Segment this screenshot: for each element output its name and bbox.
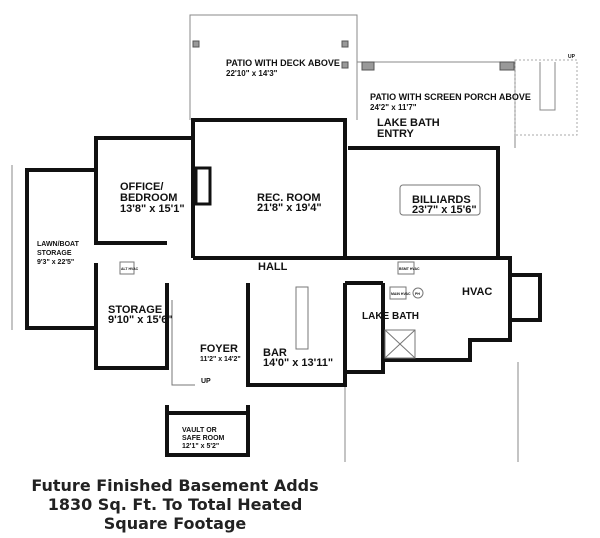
foyer-size: 11'2" x 14'2" bbox=[200, 356, 241, 363]
hvac-label: HVAC bbox=[462, 286, 492, 298]
office-label: OFFICE/ bbox=[120, 181, 163, 193]
fixtures bbox=[119, 184, 481, 386]
rec-room-size: 21'8" x 19'4" bbox=[257, 202, 322, 214]
office-size: 13'8" x 15'1" bbox=[120, 203, 185, 215]
lake-bath-label: LAKE BATH bbox=[362, 311, 419, 322]
vault-label-2: SAFE ROOM bbox=[182, 435, 225, 442]
patio-porch-name: PATIO WITH SCREEN PORCH ABOVE bbox=[370, 92, 531, 102]
patio-porch-size: 24'2" x 11'7" bbox=[370, 103, 417, 112]
stairs-up-label: UP bbox=[201, 378, 211, 385]
billiards-size: 23'7" x 15'6" bbox=[412, 204, 477, 216]
patio-deck-name: PATIO WITH DECK ABOVE bbox=[226, 58, 340, 68]
lake-bath-entry-label: LAKE BATH bbox=[377, 117, 440, 129]
patio-posts bbox=[192, 40, 515, 71]
foyer-name: FOYER bbox=[200, 343, 238, 355]
lawn-storage-size: 9'3" x 22'5" bbox=[37, 259, 74, 266]
footer-line-1: Future Finished Basement Adds bbox=[31, 476, 319, 495]
footer-line-3: Square Footage bbox=[103, 514, 247, 533]
exterior-stairs-up-label: UP bbox=[568, 54, 576, 60]
vault-label: VAULT OR bbox=[182, 427, 217, 434]
footer-line-2: 1830 Sq. Ft. To Total Heated bbox=[47, 495, 303, 514]
lake-bath-entry-label-2: ENTRY bbox=[377, 128, 415, 140]
bar-size: 14'0" x 13'11" bbox=[263, 357, 333, 369]
bar-name: BAR bbox=[263, 347, 287, 359]
walls bbox=[25, 118, 542, 457]
billiards-name: BILLIARDS bbox=[412, 194, 471, 206]
main-hvac-label: MAIN HVAC bbox=[391, 292, 411, 296]
footer-note: Future Finished Basement Adds 1830 Sq. F… bbox=[0, 476, 350, 533]
lawn-storage-label-2: STORAGE bbox=[37, 250, 72, 257]
storage-name: STORAGE bbox=[108, 304, 162, 316]
hall-label: HALL bbox=[258, 261, 288, 273]
vault-size: 12'1" x 5'2" bbox=[182, 443, 219, 450]
bsmt-hvac-label: BSMT HVAC bbox=[399, 267, 420, 271]
office-label-2: BEDROOM bbox=[120, 192, 177, 204]
storage-size: 9'10" x 15'6" bbox=[108, 314, 173, 326]
patio-deck-size: 22'10" x 14'3" bbox=[226, 69, 278, 78]
ph-label: PH bbox=[415, 292, 420, 296]
patio-outlines bbox=[11, 14, 578, 462]
alt-hvac-label: ALT HVAC bbox=[121, 267, 139, 271]
lawn-storage-label: LAWN/BOAT bbox=[37, 241, 80, 248]
rec-room-name: REC. ROOM bbox=[257, 192, 321, 204]
